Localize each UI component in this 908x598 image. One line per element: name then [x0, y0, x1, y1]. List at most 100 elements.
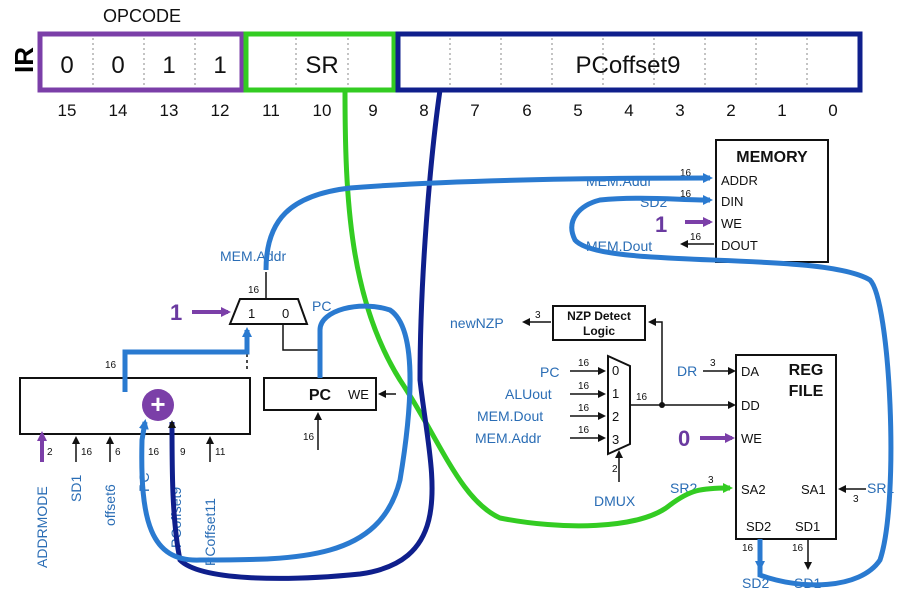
new-nzp-width: 3	[535, 310, 541, 321]
regfile-dr-width: 3	[710, 358, 716, 369]
memory-port-we: WE	[721, 216, 742, 231]
pcoffset9-field	[395, 31, 863, 93]
pc-input-width-au: 16	[148, 447, 160, 458]
pc-register-we: WE	[348, 387, 369, 402]
address-mux-in1: 1	[248, 306, 255, 321]
bit-number: 5	[573, 101, 582, 120]
bit-number: 8	[419, 101, 428, 120]
address-mux-output-width: 16	[248, 285, 260, 296]
addrmode-width: 2	[47, 447, 53, 458]
regfile-port-sa1: SA1	[801, 482, 826, 497]
bit-number: 7	[470, 101, 479, 120]
nzp-detect-logic: NZP Detect Logic	[552, 305, 646, 341]
regfile-port-da: DA	[741, 364, 759, 379]
ir-bit-numbers: 15 14 13 12 11 10 9 8 7 6 5 4 3 2 1 0	[58, 101, 838, 120]
memory-port-addr: ADDR	[721, 173, 758, 188]
sr-field-label: SR	[305, 52, 338, 79]
addrmode-label: ADDRMODE	[34, 486, 50, 568]
memory-block: MEMORY ADDR DIN WE DOUT	[715, 139, 829, 263]
dmux-width-2: 16	[578, 403, 590, 414]
pc-to-mux-wire	[282, 324, 320, 351]
sr-field	[243, 31, 397, 93]
memory-port-dout: DOUT	[721, 238, 758, 253]
bit-number: 13	[160, 101, 179, 120]
opcode-bit-12: 1	[213, 52, 226, 79]
dmux-output-width: 16	[636, 392, 648, 403]
address-mux-pc-label: PC	[312, 298, 331, 314]
offset6-width: 6	[115, 447, 121, 458]
pcoffset9-field-label: PCoffset9	[576, 52, 681, 79]
nzp-subtitle: Logic	[583, 324, 615, 338]
memory-title: MEMORY	[736, 149, 808, 166]
ir-register: 0 0 1 1 SR PCoffset9	[37, 31, 863, 93]
register-file: REG FILE DA DD WE SA2 SA1 SD2 SD1	[735, 354, 837, 540]
bit-number: 3	[675, 101, 684, 120]
ir-bit-separators	[92, 38, 808, 86]
pcoffset9-width: 9	[180, 447, 186, 458]
dmux-select-width: 2	[612, 464, 618, 475]
memory-we-value: 1	[655, 212, 667, 237]
dmux-index-1: 1	[612, 386, 619, 401]
dmux-input-mem-addr: MEM.Addr	[475, 430, 541, 446]
regfile-sd2-width: 16	[742, 543, 754, 554]
dmux-width-3: 16	[578, 425, 590, 436]
regfile-port-dd: DD	[741, 398, 760, 413]
bit-number: 9	[368, 101, 377, 120]
dmux-width-0: 16	[578, 358, 590, 369]
dmux-width-1: 16	[578, 381, 590, 392]
address-mux-select-value: 1	[170, 300, 182, 325]
address-mux-in0: 0	[282, 306, 289, 321]
regfile-title-1: REG	[789, 362, 824, 379]
bit-number: 4	[624, 101, 633, 120]
dmux-input-pc: PC	[540, 364, 559, 380]
regfile-port-sa2: SA2	[741, 482, 766, 497]
regfile-port-we: WE	[741, 431, 762, 446]
regfile-sd1-width: 16	[792, 543, 804, 554]
dmux-index-2: 2	[612, 409, 619, 424]
junction-dot	[659, 402, 665, 408]
data-mux: 0 1 2 3	[607, 354, 631, 456]
regfile-port-sd1: SD1	[795, 519, 820, 534]
adder-plus: +	[150, 389, 165, 419]
bit-number: 6	[522, 101, 531, 120]
nzp-title: NZP Detect	[567, 309, 631, 323]
bit-number: 12	[211, 101, 230, 120]
bit-number: 15	[58, 101, 77, 120]
memory-port-din: DIN	[721, 194, 743, 209]
regfile-we-value: 0	[678, 426, 690, 451]
sd1-width: 16	[81, 447, 93, 458]
bit-number: 11	[262, 101, 280, 120]
address-mux-output-label: MEM.Addr	[220, 248, 286, 264]
opcode-field	[37, 31, 245, 93]
adder-icon	[142, 389, 174, 421]
pc-register-label: PC	[309, 387, 332, 404]
ir-label: IR	[9, 47, 39, 73]
regfile-sd2-output-label: SD2	[742, 575, 769, 591]
regfile-sr1-width: 3	[853, 494, 859, 505]
pc-input-width: 16	[303, 432, 315, 443]
new-nzp-label: newNZP	[450, 315, 504, 331]
pc-to-adder-path	[138, 303, 413, 563]
bit-number: 14	[109, 101, 128, 120]
address-unit	[19, 377, 251, 435]
opcode-bit-14: 0	[111, 52, 124, 79]
dmux-index-3: 3	[612, 432, 619, 447]
bit-number: 10	[313, 101, 332, 120]
pcoffset11-width: 11	[215, 447, 226, 458]
opcode-bit-15: 0	[60, 52, 73, 79]
sr-to-sa2-path	[342, 89, 733, 529]
mem-addr-path	[263, 173, 713, 271]
offset6-label: offset6	[102, 484, 118, 526]
memory-dout-width: 16	[690, 232, 702, 243]
opcode-bit-13: 1	[162, 52, 175, 79]
bit-number: 2	[726, 101, 735, 120]
sd2-to-din-path	[569, 194, 894, 588]
nzp-input-wire	[648, 318, 663, 405]
sd1-label: SD1	[68, 475, 84, 502]
address-unit-output-width: 16	[105, 360, 117, 371]
dmux-input-aluout: ALUout	[505, 386, 552, 402]
memory-din-width: 16	[680, 189, 692, 200]
adder-to-mux-path	[122, 327, 252, 392]
pcoffset11-input-label: PCoffset11	[202, 498, 218, 566]
